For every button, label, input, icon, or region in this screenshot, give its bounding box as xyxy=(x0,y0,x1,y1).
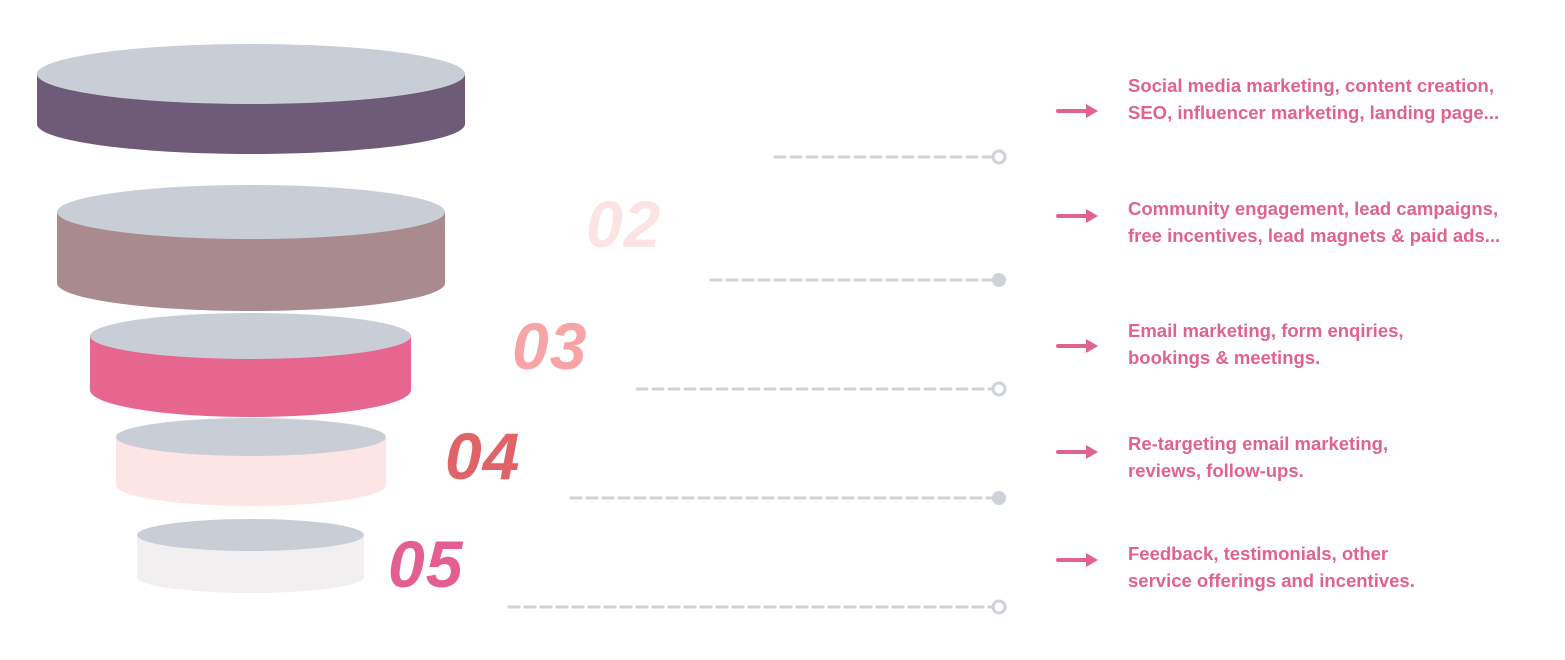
connector-dot-1 xyxy=(991,149,1007,165)
funnel-disc-5-top xyxy=(137,519,364,551)
funnel-disc-5-side xyxy=(137,535,364,593)
stage-4-description: Re-targeting email marketing, reviews, f… xyxy=(1128,430,1558,484)
arrow-right-icon xyxy=(1056,209,1098,223)
connector-2 xyxy=(709,273,1006,287)
stage-2-description-line-2: free incentives, lead magnets & paid ads… xyxy=(1128,225,1501,246)
connector-dot-5 xyxy=(991,599,1007,615)
funnel-stage-5 xyxy=(137,519,364,593)
connector-4 xyxy=(569,491,1006,505)
connector-1 xyxy=(773,149,1007,165)
connector-3 xyxy=(635,381,1007,397)
arrow-right-icon xyxy=(1056,445,1098,459)
stage-3-description-line-2: bookings & meetings. xyxy=(1128,347,1321,368)
arrow-right-icon xyxy=(1056,553,1098,567)
stage-number-2: 02 xyxy=(586,187,661,261)
funnel-disc-4-side xyxy=(116,437,386,506)
funnel-stage-2 xyxy=(57,185,445,311)
stage-1-description-line-2: SEO, influencer marketing, landing page.… xyxy=(1128,102,1500,123)
funnel-disc-3-side xyxy=(90,336,411,417)
stage-4-description-line-2: reviews, follow-ups. xyxy=(1128,460,1304,481)
funnel-stage-4 xyxy=(116,418,386,506)
funnel-disc-2-top xyxy=(57,185,445,239)
stage-1-description: Social media marketing, content creation… xyxy=(1128,72,1558,126)
stage-5-description-line-1: Feedback, testimonials, other xyxy=(1128,543,1389,564)
stage-number-3: 03 xyxy=(512,309,587,383)
connector-dot-2 xyxy=(992,273,1006,287)
stage-5-description: Feedback, testimonials, other service of… xyxy=(1128,540,1558,594)
stage-4-description-line-1: Re-targeting email marketing, xyxy=(1128,433,1389,454)
stage-number-5: 05 xyxy=(388,527,464,601)
funnel-stage-3 xyxy=(90,313,411,417)
stage-2-description: Community engagement, lead campaigns, fr… xyxy=(1128,195,1558,249)
stage-3-description-line-1: Email marketing, form enqiries, xyxy=(1128,320,1404,341)
stage-2-description-line-1: Community engagement, lead campaigns, xyxy=(1128,198,1499,219)
arrow-right-icon xyxy=(1056,104,1098,118)
funnel-stage-1 xyxy=(37,44,465,154)
funnel-disc-3-top xyxy=(90,313,411,359)
connector-dot-3 xyxy=(991,381,1007,397)
funnel-disc-1-top xyxy=(37,44,465,104)
funnel-disc-4-top xyxy=(116,418,386,456)
stage-3-description: Email marketing, form enqiries, bookings… xyxy=(1128,317,1558,371)
stage-1-description-line-1: Social media marketing, content creation… xyxy=(1128,75,1494,96)
stage-5-description-line-2: service offerings and incentives. xyxy=(1128,570,1415,591)
funnel-disc-2-side xyxy=(57,212,445,311)
connector-dot-4 xyxy=(992,491,1006,505)
connector-5 xyxy=(507,599,1007,615)
arrow-right-icon xyxy=(1056,339,1098,353)
stage-number-4: 04 xyxy=(445,419,520,493)
